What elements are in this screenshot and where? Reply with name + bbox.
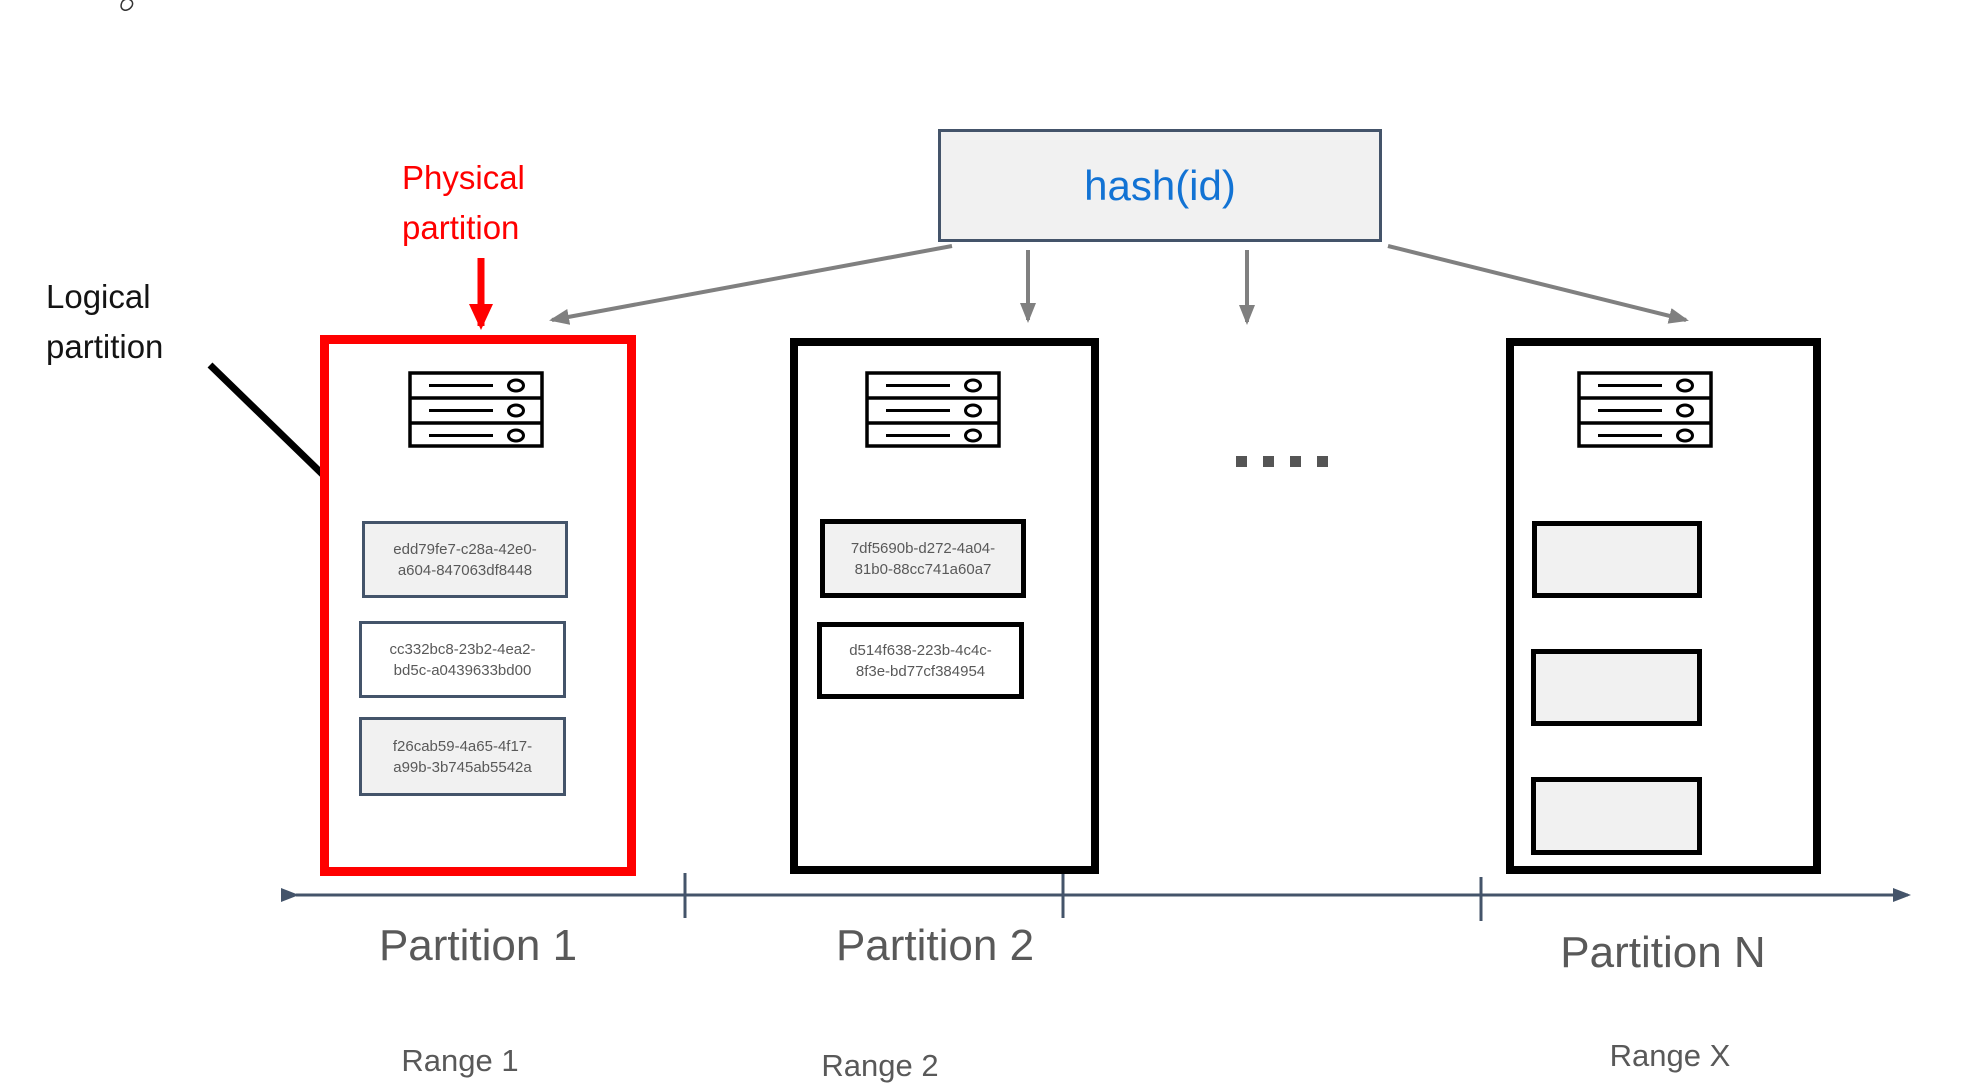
stray-pen-mark xyxy=(120,0,134,11)
range-1-label: Range 1 xyxy=(401,1043,519,1078)
guid-line: 7df5690b-d272-4a04- xyxy=(850,539,996,557)
partition-1-label: Partition 1 xyxy=(378,921,578,970)
partition-2-label: Partition 2 xyxy=(835,921,1035,970)
dot xyxy=(1317,456,1328,467)
hash-function-box: hash(id) xyxy=(938,129,1382,242)
physical-partition-label-line1: Physical xyxy=(402,159,525,196)
logical-partition-label-line1: Logical xyxy=(46,278,151,315)
hash-arrow-to-partition-1 xyxy=(549,244,953,325)
square-dots-ellipsis-icon xyxy=(1236,456,1328,467)
guid-line: d514f638-223b-4c4c- xyxy=(849,641,992,659)
guid-line: f26cab59-4a65-4f17- xyxy=(392,737,533,755)
empty-logical-partition-item xyxy=(1531,777,1702,855)
dot xyxy=(1263,456,1274,467)
dot xyxy=(1236,456,1247,467)
range-2-label: Range 2 xyxy=(821,1048,939,1083)
server-icon xyxy=(1577,371,1713,448)
hash-function-label: hash(id) xyxy=(1084,161,1236,209)
guid-line: bd5c-a0439633bd00 xyxy=(393,661,532,679)
empty-logical-partition-item xyxy=(1532,521,1702,598)
range-x-label: Range X xyxy=(1609,1038,1731,1073)
guid-line: edd79fe7-c28a-42e0- xyxy=(393,540,537,558)
logical-partition-item: f26cab59-4a65-4f17- a99b-3b745ab5542a xyxy=(359,717,566,796)
partition-n-label: Partition N xyxy=(1560,928,1766,977)
logical-partition-item: cc332bc8-23b2-4ea2- bd5c-a0439633bd00 xyxy=(359,621,566,698)
server-icon xyxy=(408,371,544,448)
guid-line: a99b-3b745ab5542a xyxy=(393,758,532,776)
server-icon xyxy=(865,371,1001,448)
logical-partition-label: Logical partition xyxy=(46,272,163,372)
physical-partition-label: Physical partition xyxy=(402,153,525,253)
guid-line: 8f3e-bd77cf384954 xyxy=(855,662,986,680)
logical-partition-item: edd79fe7-c28a-42e0- a604-847063df8448 xyxy=(362,521,568,598)
logical-partition-item: 7df5690b-d272-4a04- 81b0-88cc741a60a7 xyxy=(820,519,1026,598)
logical-partition-label-line2: partition xyxy=(46,328,164,365)
empty-logical-partition-item xyxy=(1531,649,1702,726)
dot xyxy=(1290,456,1301,467)
guid-line: 81b0-88cc741a60a7 xyxy=(854,560,992,578)
guid-line: cc332bc8-23b2-4ea2- xyxy=(389,640,536,658)
hash-arrow-to-partition-n xyxy=(1387,244,1689,324)
guid-line: a604-847063df8448 xyxy=(397,561,533,579)
physical-partition-label-line2: partition xyxy=(402,209,520,246)
logical-partition-item: d514f638-223b-4c4c- 8f3e-bd77cf384954 xyxy=(817,622,1024,699)
